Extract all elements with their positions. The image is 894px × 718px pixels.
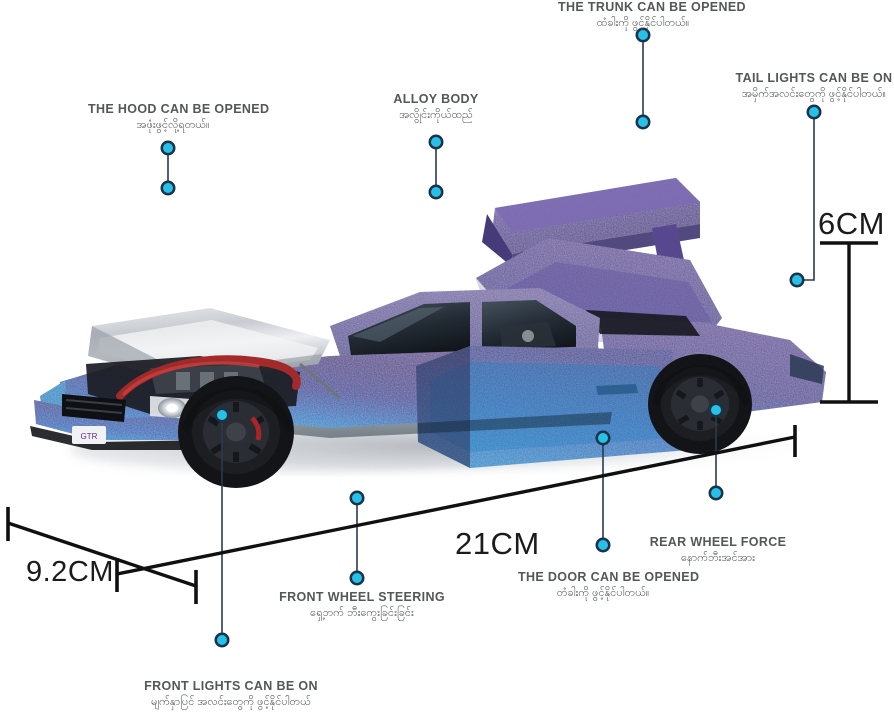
dimension-label-height: 6CM	[818, 206, 885, 241]
leader-tail-lights	[789, 104, 822, 288]
callout-tail-lights-my: အမှိက်အလင်းတွေကို ဖွင့်နိုင်ပါတယ်။	[741, 88, 886, 100]
callout-alloy-body: ALLOY BODY အလွိုင်းကိုယ်ထည်	[356, 91, 516, 122]
callout-front-lights-my: မျက်နှာပြင် အလင်းတွေကို ဖွင့်နိုင်ပါတယ်	[151, 696, 311, 708]
car-artwork: GTR	[30, 178, 826, 488]
dimension-length-21cm	[115, 425, 797, 592]
callout-rear-wheel-force: REAR WHEEL FORCE နောက်ဘီးအင်အား	[628, 534, 808, 565]
callout-door-my: တံခါးကို ဖွင့်နိုင်ပါတယ်။	[556, 587, 650, 599]
callout-hood: THE HOOD CAN BE OPENED အဖုံးဖွင့်လို့ရတယ…	[88, 101, 270, 132]
callout-trunk: THE TRUNK CAN BE OPENED ထံခါးကို ဖွင့်နိ…	[558, 0, 746, 30]
dimension-height-6cm	[820, 241, 878, 404]
callout-tail-lights-en: TAIL LIGHTS CAN BE ON	[735, 71, 893, 85]
leader-front-lights	[214, 407, 230, 648]
rear-wheel	[648, 354, 752, 454]
callout-hood-my: အဖုံးဖွင့်လို့ရတယ်။	[136, 119, 210, 131]
dimension-label-width: 9.2CM	[26, 556, 114, 588]
callout-alloy-body-en: ALLOY BODY	[393, 92, 479, 106]
callout-hood-en: THE HOOD CAN BE OPENED	[88, 102, 270, 116]
car-body: GTR	[30, 288, 826, 468]
svg-text:GTR: GTR	[81, 432, 98, 441]
callout-trunk-en: THE TRUNK CAN BE OPENED	[558, 0, 746, 14]
callout-trunk-my: ထံခါးကို ဖွင့်နိုင်ပါတယ်။	[596, 17, 690, 29]
leader-trunk	[635, 27, 651, 130]
callout-rear-wheel-force-en: REAR WHEEL FORCE	[649, 535, 787, 549]
leader-front-wheel-steering	[349, 490, 365, 586]
open-door	[416, 346, 688, 468]
leader-hood	[160, 140, 176, 196]
callout-front-lights-en: FRONT LIGHTS CAN BE ON	[144, 679, 318, 693]
leader-door	[595, 430, 611, 553]
callout-door: THE DOOR CAN BE OPENED တံခါးကို ဖွင့်နို…	[518, 569, 700, 600]
callout-front-wheel-steering: FRONT WHEEL STEERING ရှေ့ဘက် ဘီးကွေးခြင်…	[272, 589, 452, 620]
callout-rear-wheel-force-my: နောက်ဘီးအင်အား	[681, 552, 755, 564]
model-car-photo: GTR	[0, 150, 894, 550]
callout-front-lights: FRONT LIGHTS CAN BE ON မျက်နှာပြင် အလင်း…	[136, 678, 326, 709]
callout-front-wheel-steering-my: ရှေ့ဘက် ဘီးကွေးခြင်းခြင်း	[310, 607, 414, 619]
callout-front-wheel-steering-en: FRONT WHEEL STEERING	[279, 590, 445, 604]
leader-alloy-body	[428, 134, 444, 200]
callout-door-en: THE DOOR CAN BE OPENED	[518, 570, 700, 584]
dimension-label-length: 21CM	[455, 526, 540, 561]
callout-alloy-body-my: အလွိုင်းကိုယ်ထည်	[399, 109, 473, 121]
callout-tail-lights: TAIL LIGHTS CAN BE ON အမှိက်အလင်းတွေကို …	[724, 70, 894, 101]
leader-rear-wheel-force	[708, 402, 724, 501]
dimension-width-92cm	[6, 507, 198, 604]
